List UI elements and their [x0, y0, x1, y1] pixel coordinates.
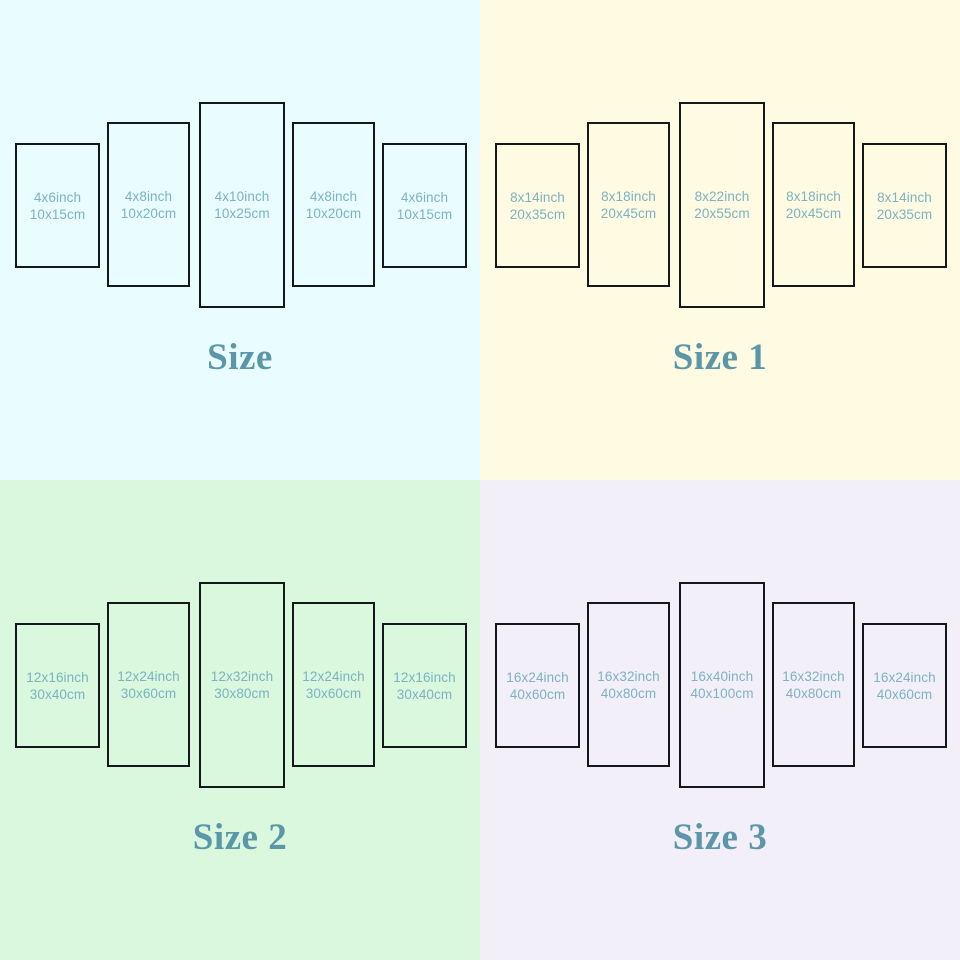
panel-3-inch: 16x40inch [690, 669, 754, 684]
panel-2-label: 12x24inch 30x60cm [117, 668, 179, 702]
panel-1-label: 8x14inch 20x35cm [510, 189, 565, 223]
panel-3[interactable]: 12x32inch 30x80cm [199, 582, 285, 788]
panel-1[interactable]: 16x24inch 40x60cm [495, 623, 580, 748]
panel-4-inch: 8x18inch [786, 188, 841, 204]
panel-1-inch: 4x6inch [33, 189, 82, 205]
panel-1-label: 16x24inch 40x60cm [506, 669, 568, 703]
panel-1-inch: 8x14inch [510, 189, 565, 205]
panel-2-inch: 12x24inch [117, 668, 180, 684]
panel-2[interactable]: 16x32inch 40x80cm [587, 602, 670, 767]
size-group-size-3: 16x24inch 40x60cm 16x32inch 40x80cm 16x4… [480, 480, 960, 960]
panel-2[interactable]: 4x8inch 10x20cm [107, 122, 190, 287]
panel-4[interactable]: 4x8inch 10x20cm [292, 122, 375, 287]
panel-5-cm: 30x40cm [396, 686, 453, 702]
panel-4-cm: 10x20cm [305, 205, 362, 221]
size-group-size-2: 12x16inch 30x40cm 12x24inch 30x60cm 12x3… [0, 480, 480, 960]
panel-2-inch: 8x18inch [601, 188, 656, 204]
panel-5-label: 16x24inch 40x60cm [873, 669, 935, 703]
panel-1-inch: 12x16inch [26, 669, 89, 685]
panel-3[interactable]: 16x40inch 40x100cm [679, 582, 765, 788]
panel-4[interactable]: 12x24inch 30x60cm [292, 602, 375, 767]
panel-2-label: 8x18inch 20x45cm [601, 188, 656, 222]
panel-3-cm: 20x55cm [694, 206, 750, 221]
panel-5-cm: 10x15cm [396, 206, 453, 222]
panel-1[interactable]: 12x16inch 30x40cm [15, 623, 100, 748]
panel-4-cm: 20x45cm [785, 205, 842, 221]
panel-5-inch: 8x14inch [877, 189, 932, 205]
panel-4-label: 8x18inch 20x45cm [786, 188, 841, 222]
panel-3-cm: 30x80cm [214, 686, 270, 701]
panel-4-cm: 40x80cm [785, 685, 842, 701]
panel-3[interactable]: 8x22inch 20x55cm [679, 102, 765, 308]
panel-2-inch: 16x32inch [597, 668, 660, 684]
panel-3-cm: 10x25cm [214, 206, 270, 221]
panel-cluster: 8x14inch 20x35cm 8x18inch 20x45cm 8x22in… [480, 0, 960, 330]
panel-4-label: 16x32inch 40x80cm [782, 668, 844, 702]
panel-cluster: 4x6inch 10x15cm 4x8inch 10x20cm 4x10inch… [0, 0, 480, 330]
panel-5-inch: 12x16inch [393, 669, 456, 685]
panel-5[interactable]: 12x16inch 30x40cm [382, 623, 467, 748]
panel-2-cm: 20x45cm [600, 205, 657, 221]
panel-3-label: 12x32inch 30x80cm [211, 668, 273, 702]
panel-3-label: 16x40inch 40x100cm [690, 668, 753, 702]
panel-4-inch: 16x32inch [782, 668, 845, 684]
group-title: Size 1 [672, 337, 768, 378]
panel-4-label: 4x8inch 10x20cm [306, 188, 361, 222]
panel-3-cm: 40x100cm [690, 686, 754, 701]
group-title: Size [207, 337, 273, 378]
size-group-size-0: 4x6inch 10x15cm 4x8inch 10x20cm 4x10inch… [0, 0, 480, 480]
panel-5-label: 4x6inch 10x15cm [397, 189, 452, 223]
panel-1-cm: 20x35cm [509, 206, 566, 222]
panel-2-cm: 30x60cm [120, 685, 177, 701]
panel-3[interactable]: 4x10inch 10x25cm [199, 102, 285, 308]
panel-5-label: 12x16inch 30x40cm [393, 669, 455, 703]
panel-cluster: 12x16inch 30x40cm 12x24inch 30x60cm 12x3… [0, 480, 480, 810]
panel-2[interactable]: 12x24inch 30x60cm [107, 602, 190, 767]
panel-3-label: 4x10inch 10x25cm [214, 188, 269, 222]
panel-3-label: 8x22inch 20x55cm [694, 188, 749, 222]
panel-1-cm: 30x40cm [29, 686, 86, 702]
panel-1-cm: 10x15cm [29, 206, 86, 222]
panel-5[interactable]: 4x6inch 10x15cm [382, 143, 467, 268]
panel-4-cm: 30x60cm [305, 685, 362, 701]
panel-4[interactable]: 8x18inch 20x45cm [772, 122, 855, 287]
panel-1-label: 12x16inch 30x40cm [26, 669, 88, 703]
panel-3-inch: 4x10inch [214, 189, 270, 204]
panel-5-cm: 20x35cm [876, 206, 933, 222]
panel-2-label: 4x8inch 10x20cm [121, 188, 176, 222]
panel-2-inch: 4x8inch [124, 188, 173, 204]
panel-2-cm: 40x80cm [600, 685, 657, 701]
panel-2[interactable]: 8x18inch 20x45cm [587, 122, 670, 287]
panel-5[interactable]: 8x14inch 20x35cm [862, 143, 947, 268]
panel-3-inch: 8x22inch [694, 189, 750, 204]
panel-1[interactable]: 8x14inch 20x35cm [495, 143, 580, 268]
panel-1[interactable]: 4x6inch 10x15cm [15, 143, 100, 268]
panel-5[interactable]: 16x24inch 40x60cm [862, 623, 947, 748]
panel-5-label: 8x14inch 20x35cm [877, 189, 932, 223]
panel-1-cm: 40x60cm [509, 686, 566, 702]
panel-4[interactable]: 16x32inch 40x80cm [772, 602, 855, 767]
panel-cluster: 16x24inch 40x60cm 16x32inch 40x80cm 16x4… [480, 480, 960, 810]
panel-5-cm: 40x60cm [876, 686, 933, 702]
size-group-size-1: 8x14inch 20x35cm 8x18inch 20x45cm 8x22in… [480, 0, 960, 480]
panel-1-inch: 16x24inch [506, 669, 569, 685]
group-title: Size 2 [192, 817, 288, 858]
panel-5-inch: 4x6inch [400, 189, 449, 205]
panel-5-inch: 16x24inch [873, 669, 936, 685]
panel-2-cm: 10x20cm [120, 205, 177, 221]
panel-2-label: 16x32inch 40x80cm [597, 668, 659, 702]
panel-4-inch: 12x24inch [302, 668, 365, 684]
panel-1-label: 4x6inch 10x15cm [30, 189, 85, 223]
panel-4-label: 12x24inch 30x60cm [302, 668, 364, 702]
panel-3-inch: 12x32inch [210, 669, 274, 684]
group-title: Size 3 [672, 817, 768, 858]
panel-4-inch: 4x8inch [309, 188, 358, 204]
